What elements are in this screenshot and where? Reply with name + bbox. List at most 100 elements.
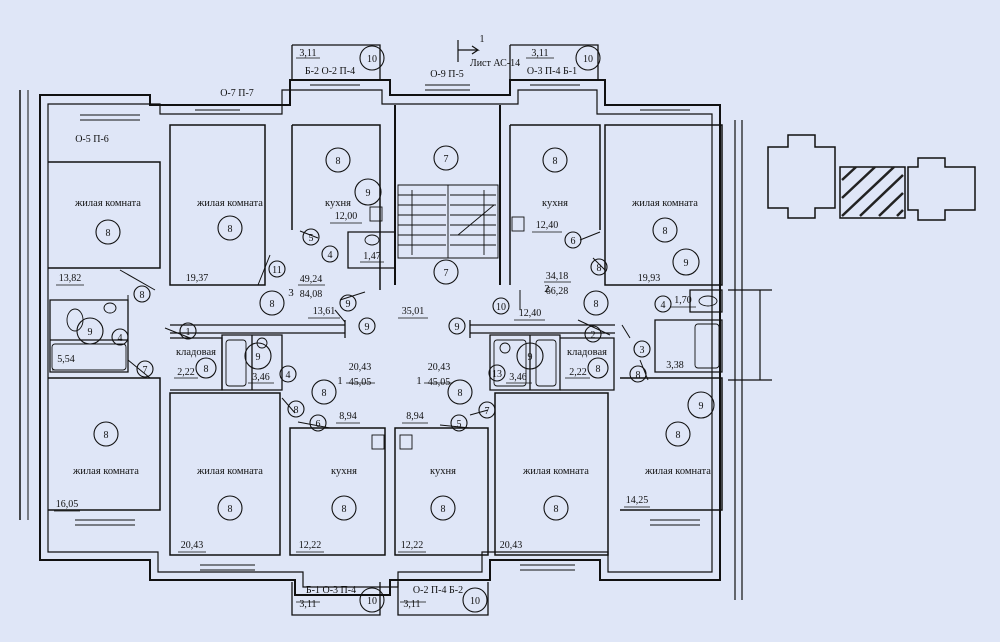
apartment-1-right-number: 1: [416, 375, 422, 387]
apartment-3-living: 49,24: [300, 274, 323, 285]
callout-6: 6: [571, 236, 576, 247]
callout-2: 2: [591, 330, 596, 341]
callout-8: 8: [597, 263, 602, 274]
section-mark: 1: [480, 34, 485, 45]
callout-8: 8: [554, 504, 559, 515]
room-label-living-2: жилая комната: [196, 198, 263, 209]
area-20-43-right: 20,43: [500, 540, 523, 551]
callout-10: 10: [367, 596, 377, 607]
window-mark-o3p4b1: О-3 П-4 Б-1: [527, 66, 577, 77]
callout-13: 13: [492, 369, 502, 380]
area-8-94-right: 8,94: [406, 411, 424, 422]
walls: [19, 44, 772, 616]
callout-8: 8: [228, 504, 233, 515]
callout-6: 6: [316, 419, 321, 430]
callout-9: 9: [256, 352, 261, 363]
window-mark-o7p7: О-7 П-7: [220, 88, 254, 99]
callout-4: 4: [286, 370, 291, 381]
callout-3: 3: [640, 345, 645, 356]
area-12-40-hall: 12,40: [519, 308, 542, 319]
callout-9: 9: [528, 352, 533, 363]
callout-9: 9: [455, 322, 460, 333]
callout-1: 1: [186, 327, 191, 338]
callout-9: 9: [699, 401, 704, 412]
apartment-3-number: 3: [288, 287, 294, 299]
balcony-area-top-right: 3,11: [531, 48, 548, 59]
callout-8: 8: [553, 156, 558, 167]
balcony-area-bottom-left: 3,11: [299, 599, 316, 610]
callout-8: 8: [441, 504, 446, 515]
area-2-22-left: 2,22: [177, 367, 195, 378]
area-8-94-left: 8,94: [339, 411, 357, 422]
key-plan: [767, 134, 976, 221]
section-cut-marker: [457, 40, 480, 62]
room-label-storage-1: кладовая: [176, 347, 216, 358]
callout-8: 8: [458, 388, 463, 399]
callout-8: 8: [228, 224, 233, 235]
apartment-1-right-total: 45,05: [428, 377, 451, 388]
room-label-kitchen-2: кухня: [542, 198, 568, 209]
callout-9: 9: [366, 188, 371, 199]
apartment-2-living: 34,18: [546, 271, 569, 282]
room-label-kitchen-1: кухня: [325, 198, 351, 209]
area-14-25: 14,25: [626, 495, 649, 506]
door-lines: [119, 230, 649, 429]
window-mark-o2p4b2: О-2 П-4 Б-2: [413, 585, 463, 596]
callout-9: 9: [365, 322, 370, 333]
area-1-47: 1,47: [363, 251, 381, 262]
callout-8: 8: [322, 388, 327, 399]
area-2-22-right: 2,22: [569, 367, 587, 378]
callout-7: 7: [143, 365, 148, 376]
area-13-82: 13,82: [59, 273, 82, 284]
callout-8: 8: [676, 430, 681, 441]
callout-8: 8: [104, 430, 109, 441]
sheet-reference: Лист АС-14: [470, 58, 520, 69]
window-mark-b2o2p4: Б-2 О-2 П-4: [305, 66, 355, 77]
room-label-living-1: жилая комната: [74, 198, 141, 209]
callout-4: 4: [118, 333, 123, 344]
apartment-1-left-living: 20,43: [349, 362, 372, 373]
stairwell: [397, 184, 499, 259]
callout-11: 11: [272, 265, 282, 276]
area-12-00: 12,00: [335, 211, 358, 222]
area-12-22-right: 12,22: [401, 540, 424, 551]
room-label-kitchen-4: кухня: [430, 466, 456, 477]
callout-7: 7: [485, 406, 490, 417]
apartment-1-left-total: 45,05: [349, 377, 372, 388]
room-label-living-7: жилая комната: [644, 466, 711, 477]
callout-9: 9: [88, 327, 93, 338]
apartment-3-total: 84,08: [300, 289, 323, 300]
area-16-05: 16,05: [56, 499, 79, 510]
callout-8: 8: [106, 228, 111, 239]
callout-4: 4: [328, 250, 333, 261]
callout-8: 8: [594, 299, 599, 310]
window-mark-o5p6: О-5 П-6: [75, 134, 109, 145]
labels: О-5 П-6 О-7 П-7 Б-2 О-2 П-4 О-9 П-5 О-3 …: [56, 34, 712, 610]
room-label-living-3: жилая комната: [631, 198, 698, 209]
area-3-38: 3,38: [666, 360, 684, 371]
area-3-46-right: 3,46: [509, 372, 527, 383]
apartment-1-right-living: 20,43: [428, 362, 451, 373]
apartment-1-left-number: 1: [337, 375, 343, 387]
label-underlines: [52, 57, 696, 603]
area-5-54: 5,54: [57, 354, 75, 365]
callout-numbers: 9 9 9 9 9 9 10 10 10 10 8 7 8 8 8 8 7 8 …: [88, 54, 704, 607]
window-mark-o9p5: О-9 П-5: [430, 69, 464, 80]
callout-10: 10: [367, 54, 377, 65]
callout-8: 8: [636, 370, 641, 381]
room-label-living-5: жилая комната: [196, 466, 263, 477]
apartment-2-total: 66,28: [546, 286, 569, 297]
room-label-storage-2: кладовая: [567, 347, 607, 358]
callout-4: 4: [661, 300, 666, 311]
callout-10: 10: [496, 302, 506, 313]
callout-8: 8: [342, 504, 347, 515]
callout-8: 8: [270, 299, 275, 310]
area-12-40-top: 12,40: [536, 220, 559, 231]
area-12-22-left: 12,22: [299, 540, 322, 551]
apartment-2-number: 2: [544, 283, 550, 295]
callout-5: 5: [309, 233, 314, 244]
plumbing-fixtures: [51, 206, 720, 450]
area-19-93: 19,93: [638, 273, 661, 284]
callout-8: 8: [596, 364, 601, 375]
